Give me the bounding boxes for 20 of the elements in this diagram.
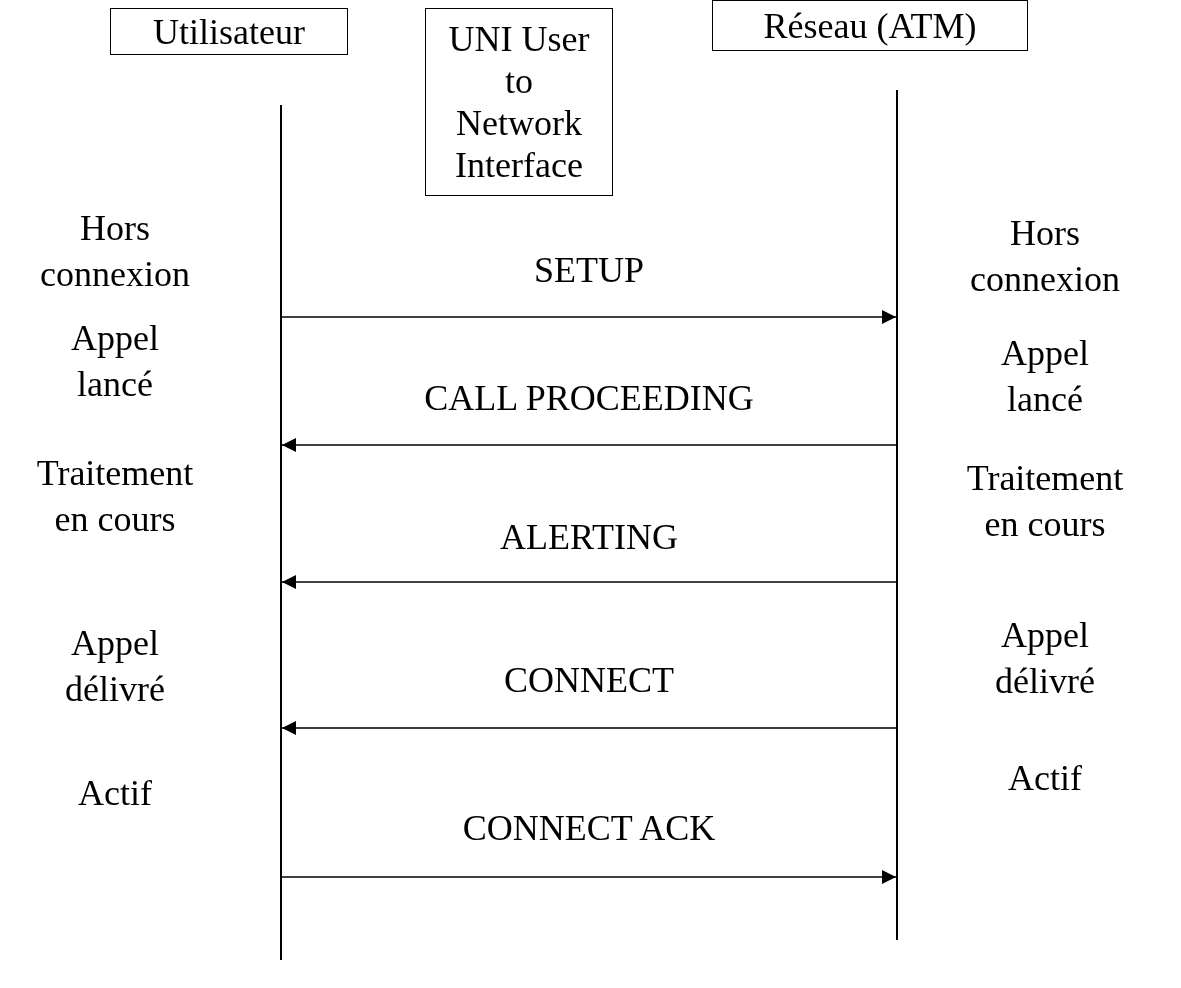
lifeline (280, 105, 282, 960)
message-arrow (281, 310, 897, 324)
state-label: Actif (77, 772, 153, 815)
state-label: Appel délivré (64, 622, 166, 711)
state-label: Hors connexion (39, 207, 191, 296)
state-label: Appel lancé (1000, 332, 1090, 421)
state-label: Traitement en cours (965, 457, 1125, 546)
state-label: Actif (1007, 757, 1083, 800)
state-label: Appel lancé (70, 317, 160, 406)
participant-box: Réseau (ATM) (712, 0, 1028, 51)
state-label: Appel délivré (994, 614, 1096, 703)
state-label: Traitement en cours (35, 452, 195, 541)
message-arrow (281, 438, 897, 452)
participant-box: UNI User to Network Interface (425, 8, 613, 196)
participant-box: Utilisateur (110, 8, 348, 55)
message-arrow (281, 870, 897, 884)
lifeline (896, 90, 898, 940)
message-arrow (281, 575, 897, 589)
message-arrow (281, 721, 897, 735)
state-label: Hors connexion (969, 212, 1121, 301)
